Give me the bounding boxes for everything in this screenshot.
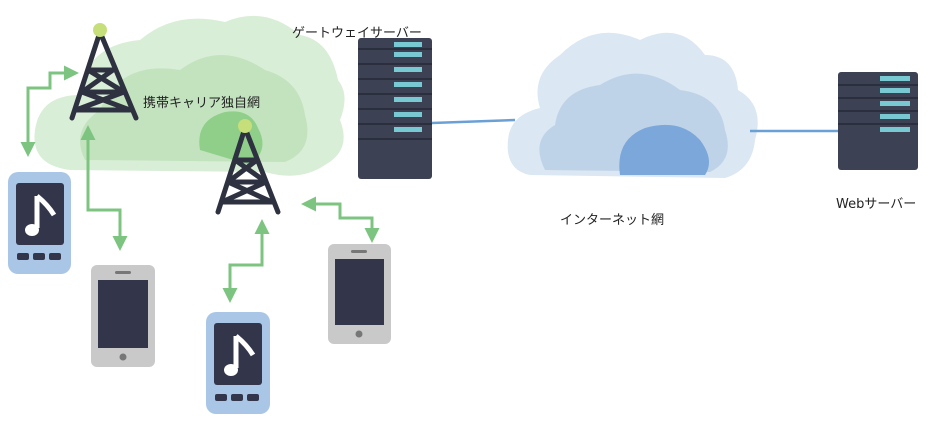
- signal-arrow: [301, 196, 380, 243]
- web-server-icon: [838, 72, 918, 170]
- signal-arrow: [20, 65, 79, 157]
- link-gateway-internet: [431, 118, 516, 125]
- carrier-network-label: 携帯キャリア独自網: [143, 96, 261, 111]
- music-phone-icon: [206, 312, 270, 414]
- cell-tower-icon: [215, 119, 281, 215]
- music-phone-icon: [8, 172, 71, 274]
- signal-arrow: [222, 219, 270, 303]
- web-server-label: Webサーバー: [836, 197, 917, 212]
- smartphone-icon: [328, 244, 391, 344]
- smartphone-icon: [91, 265, 155, 367]
- cell-tower-icon: [69, 23, 139, 121]
- internet-cloud-icon: [507, 32, 758, 179]
- signal-arrows: [20, 65, 380, 303]
- gateway-server-icon: [358, 38, 432, 179]
- internet-label: インターネット網: [560, 213, 665, 228]
- signal-arrow: [80, 125, 128, 251]
- gateway-server-label: ゲートウェイサーバー: [292, 26, 422, 41]
